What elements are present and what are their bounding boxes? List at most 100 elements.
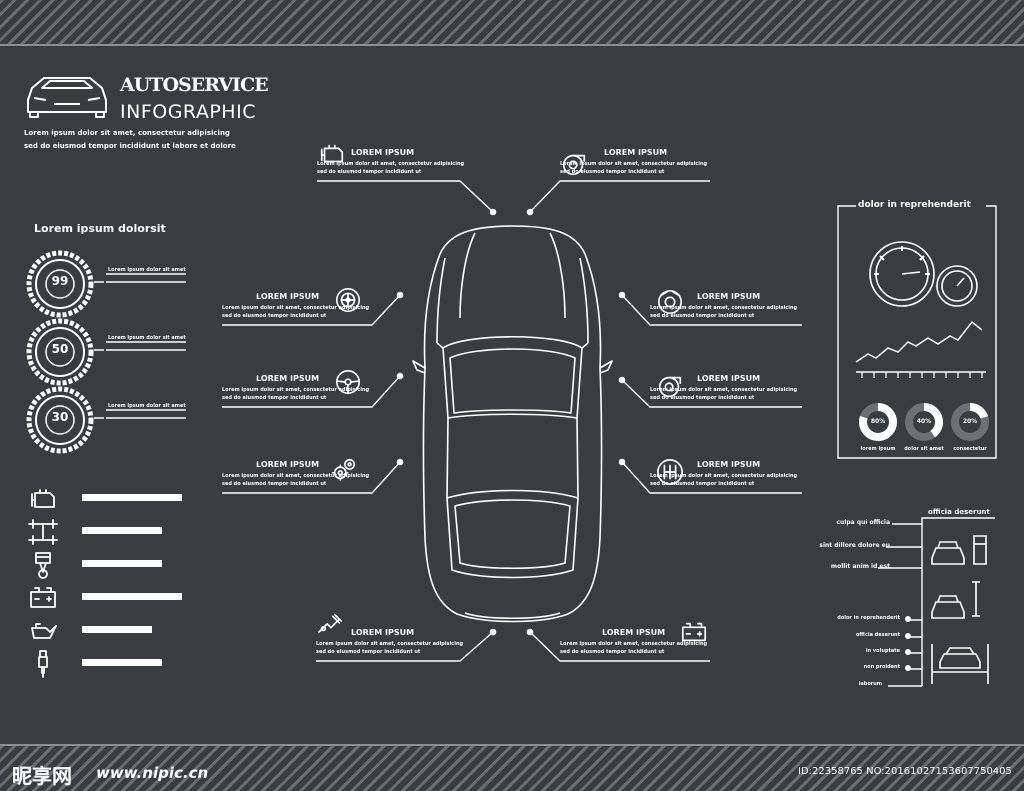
callout-caption-line1: Lorem ipsum dolor sit amet, consectetur …	[316, 641, 464, 647]
callout-leader-line	[621, 294, 802, 326]
gauge-caption: Lorem ipsum dolor sit amet	[108, 403, 186, 409]
donut-chart	[859, 403, 897, 441]
service-label: mollit anim id est	[830, 563, 890, 570]
donut-value: 20%	[962, 418, 978, 425]
engine-icon	[320, 144, 344, 163]
callout-caption-line2: sed do eiusmod tempor incididunt ut	[650, 481, 755, 487]
car-battery-icon	[681, 622, 707, 642]
gauge-value: 30	[51, 410, 69, 424]
engine-icon	[31, 489, 55, 508]
callout-caption-line2: sed do eiusmod tempor incididunt ut	[650, 313, 755, 319]
bottom-divider	[0, 744, 1024, 746]
car-lift-icon	[931, 644, 989, 684]
car-top-view	[412, 225, 613, 623]
callout-dot	[396, 291, 404, 299]
callout-caption-line2: sed do eiusmod tempor incididunt ut	[316, 649, 421, 655]
spark-plug-icon	[38, 650, 48, 678]
chassis-icon	[28, 519, 58, 545]
donut-value: 80%	[870, 418, 886, 425]
gauge-leader-line	[94, 273, 186, 283]
donut-chart	[905, 403, 943, 441]
left-panel-heading: Lorem ipsum dolorsit	[34, 222, 166, 235]
callout-label: LOREM IPSUM	[697, 292, 761, 301]
brake-disc-icon	[657, 289, 683, 315]
callout-caption-line1: Lorem ipsum dolor sit amet, consectetur …	[317, 161, 465, 167]
callout-leader-line	[222, 461, 401, 494]
gauge-caption: Lorem ipsum dolor sit amet	[108, 267, 186, 273]
callout-dot	[526, 628, 534, 636]
gauge-leader-line	[94, 341, 186, 351]
service-label: laborum	[858, 681, 882, 687]
gauge-dial-icon	[26, 250, 94, 318]
top-stripe-band	[0, 0, 1024, 44]
callout-leader-line	[529, 180, 710, 213]
gears-icon	[331, 458, 356, 482]
top-divider	[0, 44, 1024, 46]
gauge-dial-icon	[26, 386, 94, 454]
callout-leader-line	[222, 294, 401, 326]
exhaust-icon	[317, 613, 343, 634]
watermark-brand: 昵享网	[12, 764, 72, 788]
callout-caption-line2: sed do eiusmod tempor incididunt ut	[560, 649, 665, 655]
intro-text-line2: sed do eiusmod tempor incididunt ut labo…	[24, 142, 236, 150]
progress-bar	[82, 593, 182, 600]
callout-leader-line	[621, 461, 802, 494]
callout-dot	[526, 208, 534, 216]
callout-label: LOREM IPSUM	[697, 374, 761, 383]
donut-label: consectetur	[953, 446, 987, 452]
callout-label: LOREM IPSUM	[351, 148, 415, 157]
callout-caption-line1: Lorem ipsum dolor sit amet, consectetur …	[650, 387, 798, 393]
service-label: sint dillore dolore eu	[819, 542, 890, 549]
service-bullet-icon	[905, 633, 911, 639]
donut-label: dolor sit amet	[904, 446, 944, 452]
app-subtitle: INFOGRAPHIC	[120, 101, 256, 123]
callout-label: LOREM IPSUM	[604, 148, 668, 157]
callout-caption-line1: Lorem ipsum dolor sit amet, consectetur …	[560, 641, 708, 647]
turbo-icon	[562, 154, 586, 176]
callout-caption-line2: sed do eiusmod tempor incididunt ut	[222, 313, 327, 319]
service-bullet-icon	[905, 665, 911, 671]
callout-dot	[618, 458, 626, 466]
oil-can-icon	[31, 623, 57, 639]
donut-value: 40%	[916, 418, 932, 425]
wheel-icon	[335, 287, 361, 313]
car-wash-icon	[931, 535, 987, 565]
callout-caption-line2: sed do eiusmod tempor incididunt ut	[222, 481, 327, 487]
callout-caption-line2: sed do eiusmod tempor incididunt ut	[222, 395, 327, 401]
service-label: culpa qui officia	[836, 519, 890, 526]
callout-caption-line1: Lorem ipsum dolor sit amet, consectetur …	[222, 387, 370, 393]
callout-leader-line	[316, 631, 494, 662]
donut-label: lorem ipsum	[860, 446, 896, 452]
service-label: in voluptate	[865, 648, 900, 654]
battery-icon	[30, 587, 56, 608]
gauge-dial-icon	[26, 318, 94, 386]
progress-bar	[82, 560, 162, 567]
callout-label: LOREM IPSUM	[256, 292, 320, 301]
callout-leader-line	[317, 180, 494, 213]
progress-bar	[82, 659, 162, 666]
line-chart-icon	[855, 320, 986, 378]
car-front-logo-icon	[27, 77, 107, 118]
callout-label: LOREM IPSUM	[697, 460, 761, 469]
gauge-leader-line	[94, 409, 186, 419]
service-icons	[931, 535, 989, 684]
callout-caption-line1: Lorem ipsum dolor sit amet, consectetur …	[650, 473, 798, 479]
callout-caption-line1: Lorem ipsum dolor sit amet, consectetur …	[222, 305, 370, 311]
right-panel-heading: dolor in reprehenderit	[858, 200, 971, 210]
service-label: officia deserunt	[855, 632, 900, 638]
callout-caption-line1: Lorem ipsum dolor sit amet, consectetur …	[560, 161, 708, 167]
turbo-icon	[658, 376, 682, 398]
service-heading: officia deserunt	[928, 508, 990, 516]
watermark-id: ID:22358765 NO:20161027153607750405	[798, 766, 1012, 777]
watermark-url: www.nipic.cn	[96, 764, 209, 782]
gear-shift-icon	[657, 459, 683, 485]
callout-label: LOREM IPSUM	[351, 628, 415, 637]
service-panel-frame	[878, 517, 995, 687]
callout-caption-line1: Lorem ipsum dolor sit amet, consectetur …	[222, 473, 370, 479]
callout-label: LOREM IPSUM	[602, 628, 666, 637]
gauge-value: 50	[51, 342, 69, 356]
callout-leader-line	[222, 375, 401, 408]
callout-dot	[489, 208, 497, 216]
callout-dot	[489, 628, 497, 636]
